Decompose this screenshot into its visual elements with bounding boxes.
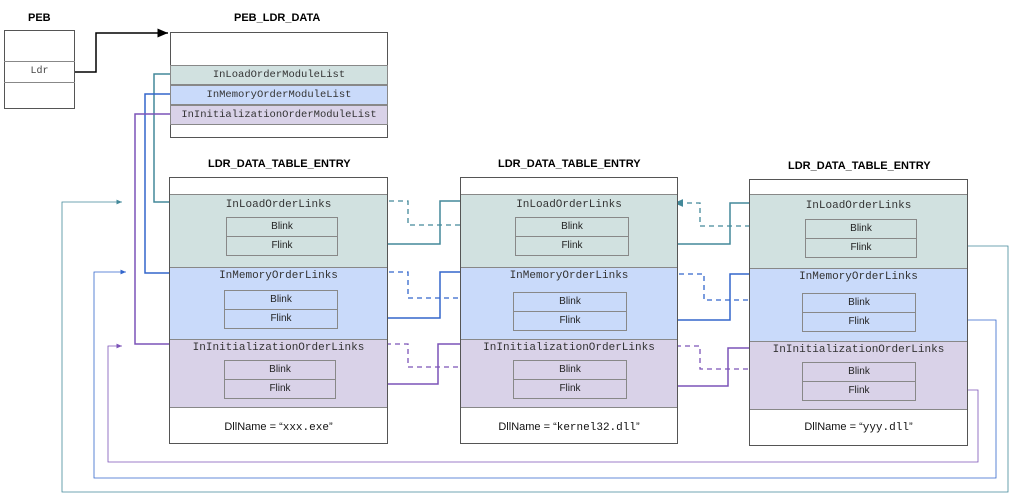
entry-1-dllname-value: xxx.exe [282, 422, 329, 434]
entry-1-dllname: DllName = “xxx.exe” [224, 421, 333, 434]
entry-2-dllname: DllName = “kernel32.dll” [498, 421, 640, 434]
entry-2-memory-blink: Blink [513, 292, 627, 312]
entry-1-init-label: InInitializationOrderLinks [192, 342, 365, 354]
entry-1-title: LDR_DATA_TABLE_ENTRY [208, 158, 351, 170]
entry-1-load-section: InLoadOrderLinks Blink Flink [170, 194, 387, 268]
entry-3-load-label: InLoadOrderLinks [805, 200, 912, 212]
entry-2-load-label: InLoadOrderLinks [516, 199, 622, 211]
entry-1-load-label: InLoadOrderLinks [225, 199, 332, 211]
entry-2-init-blink: Blink [513, 360, 627, 380]
entry-3-init-label: InInitializationOrderLinks [772, 344, 945, 356]
memory-blink-2-1 [370, 268, 512, 299]
load-flink-1-2 [338, 196, 476, 245]
entry-2-memory-label: InMemoryOrderLinks [509, 270, 629, 282]
memory-flink-1-2 [338, 267, 476, 319]
load-wrap-line [61, 199, 1009, 493]
entry-3-load-blink: Blink [805, 219, 917, 239]
entry-1-init-blink: Blink [224, 360, 336, 380]
peb-struct: Ldr [4, 30, 75, 109]
init-flink-1-2 [338, 339, 476, 385]
init-blink-2-1 [372, 340, 512, 368]
entry-2-load-blink: Blink [515, 217, 629, 237]
entry-3-memory-blink: Blink [802, 293, 916, 313]
entry-3-dllname: DllName = “yyy.dll” [804, 421, 913, 434]
entry-1-init-section: InInitializationOrderLinks Blink Flink [170, 339, 387, 408]
entry-2-memory-flink: Flink [513, 311, 627, 331]
init-flink-2-3 [628, 343, 766, 387]
peb-ldr-data-struct: InLoadOrderModuleList InMemoryOrderModul… [170, 32, 388, 138]
memory-list-head-arrow [144, 93, 186, 278]
entry-2-init-label: InInitializationOrderLinks [483, 342, 655, 354]
ldr-entry-1: InLoadOrderLinks Blink Flink InMemoryOrd… [169, 177, 388, 444]
memory-wrap-line [93, 269, 997, 479]
ldr-pointer-arrow [75, 28, 168, 73]
entry-3-memory-section: InMemoryOrderLinks Blink Flink [750, 268, 967, 342]
peb-ldr-field: Ldr [4, 61, 75, 83]
entry-2-load-flink: Flink [515, 236, 629, 256]
entry-3-init-flink: Flink [802, 381, 916, 401]
in-initialization-order-module-list: InInitializationOrderModuleList [170, 105, 388, 125]
entry-1-memory-flink: Flink [224, 309, 338, 329]
entry-1-init-flink: Flink [224, 379, 336, 399]
entry-3-init-section: InInitializationOrderLinks Blink Flink [750, 341, 967, 410]
entry-2-load-section: InLoadOrderLinks Blink Flink [461, 194, 677, 268]
entry-3-dllname-value: yyy.dll [862, 422, 909, 434]
in-memory-order-module-list: InMemoryOrderModuleList [170, 85, 388, 105]
peb-title: PEB [28, 12, 51, 24]
load-flink-2-3 [628, 198, 766, 245]
in-load-order-module-list: InLoadOrderModuleList [170, 65, 388, 85]
entry-1-memory-blink: Blink [224, 290, 338, 310]
entry-2-init-section: InInitializationOrderLinks Blink Flink [461, 339, 677, 408]
load-blink-2-1 [370, 197, 514, 226]
init-list-head-arrow [134, 113, 186, 349]
entry-3-init-blink: Blink [802, 362, 916, 382]
load-blink-3-2 [674, 199, 804, 227]
entry-3-memory-flink: Flink [802, 312, 916, 332]
entry-1-memory-section: InMemoryOrderLinks Blink Flink [170, 267, 387, 340]
entry-3-load-section: InLoadOrderLinks Blink Flink [750, 194, 967, 269]
entry-3-load-flink: Flink [805, 238, 917, 258]
entry-2-memory-section: InMemoryOrderLinks Blink Flink [461, 267, 677, 340]
peb-ldr-data-title: PEB_LDR_DATA [234, 12, 321, 24]
entry-3-memory-label: InMemoryOrderLinks [799, 271, 918, 283]
entry-2-init-flink: Flink [513, 379, 627, 399]
entry-1-load-blink: Blink [226, 217, 338, 237]
entry-2-title: LDR_DATA_TABLE_ENTRY [498, 158, 641, 170]
ldr-entry-2: InLoadOrderLinks Blink Flink InMemoryOrd… [460, 177, 678, 444]
entry-1-load-flink: Flink [226, 236, 338, 256]
ldr-entry-3: InLoadOrderLinks Blink Flink InMemoryOrd… [749, 179, 968, 446]
entry-2-dllname-value: kernel32.dll [556, 422, 636, 434]
entry-1-memory-label: InMemoryOrderLinks [219, 270, 338, 282]
entry-3-title: LDR_DATA_TABLE_ENTRY [788, 160, 931, 172]
